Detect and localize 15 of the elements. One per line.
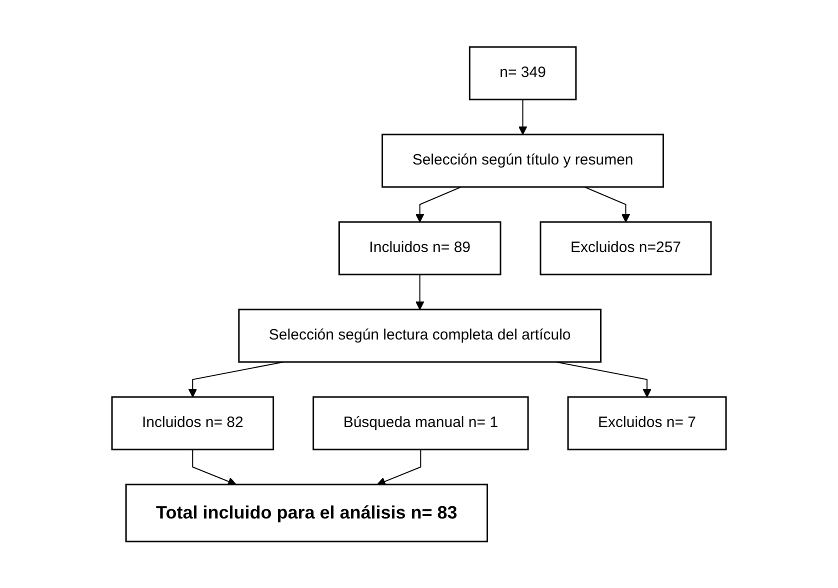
arrow — [415, 274, 424, 310]
node-box: Incluidos n= 89 — [338, 221, 502, 275]
node-box: Excluidos n=257 — [540, 221, 712, 275]
arrow — [584, 186, 630, 222]
arrow — [192, 448, 236, 486]
arrow — [518, 98, 528, 135]
node-box: n= 349 — [468, 46, 577, 100]
node-box: Total incluido para el análisis n= 83 — [125, 484, 488, 542]
node-box: Excluidos n= 7 — [567, 396, 727, 450]
node-box: Selección según lectura completa del artículo — [238, 308, 602, 362]
node-box: Selección según título y resumen — [382, 134, 664, 188]
arrow — [376, 448, 422, 486]
node-box: Búsqueda manual n= 1 — [312, 396, 529, 450]
node-box: Incluidos n= 82 — [111, 396, 274, 450]
arrow — [415, 186, 462, 222]
